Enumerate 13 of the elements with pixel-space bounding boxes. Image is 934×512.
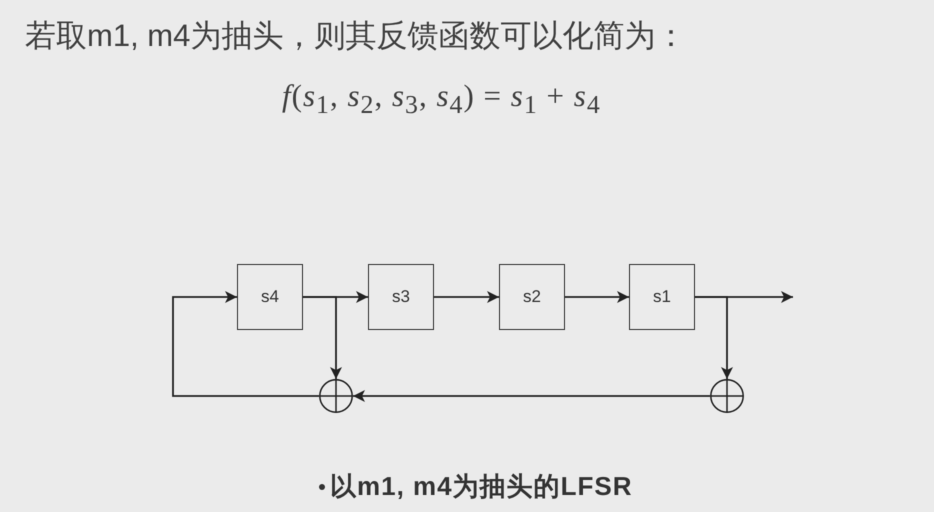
register-box: s1 — [629, 264, 695, 330]
register-box: s4 — [237, 264, 303, 330]
register-box: s3 — [368, 264, 434, 330]
arrow — [695, 296, 733, 379]
heading: 若取m1, m4为抽头，则其反馈函数可以化简为： — [25, 17, 686, 55]
register-box: s2 — [499, 264, 565, 330]
arrow — [434, 291, 499, 303]
arrow — [565, 291, 629, 303]
arrow — [353, 390, 710, 402]
arrow — [303, 296, 342, 379]
formula: f(s$_{1}$, s$_{2}$, s$_{3}$, s$_{4}$) = s$_{1}$ + s$_{4}$ — [282, 77, 601, 122]
caption: 以m1, m4为抽头的LFSR — [330, 470, 632, 502]
arrow — [172, 291, 319, 397]
